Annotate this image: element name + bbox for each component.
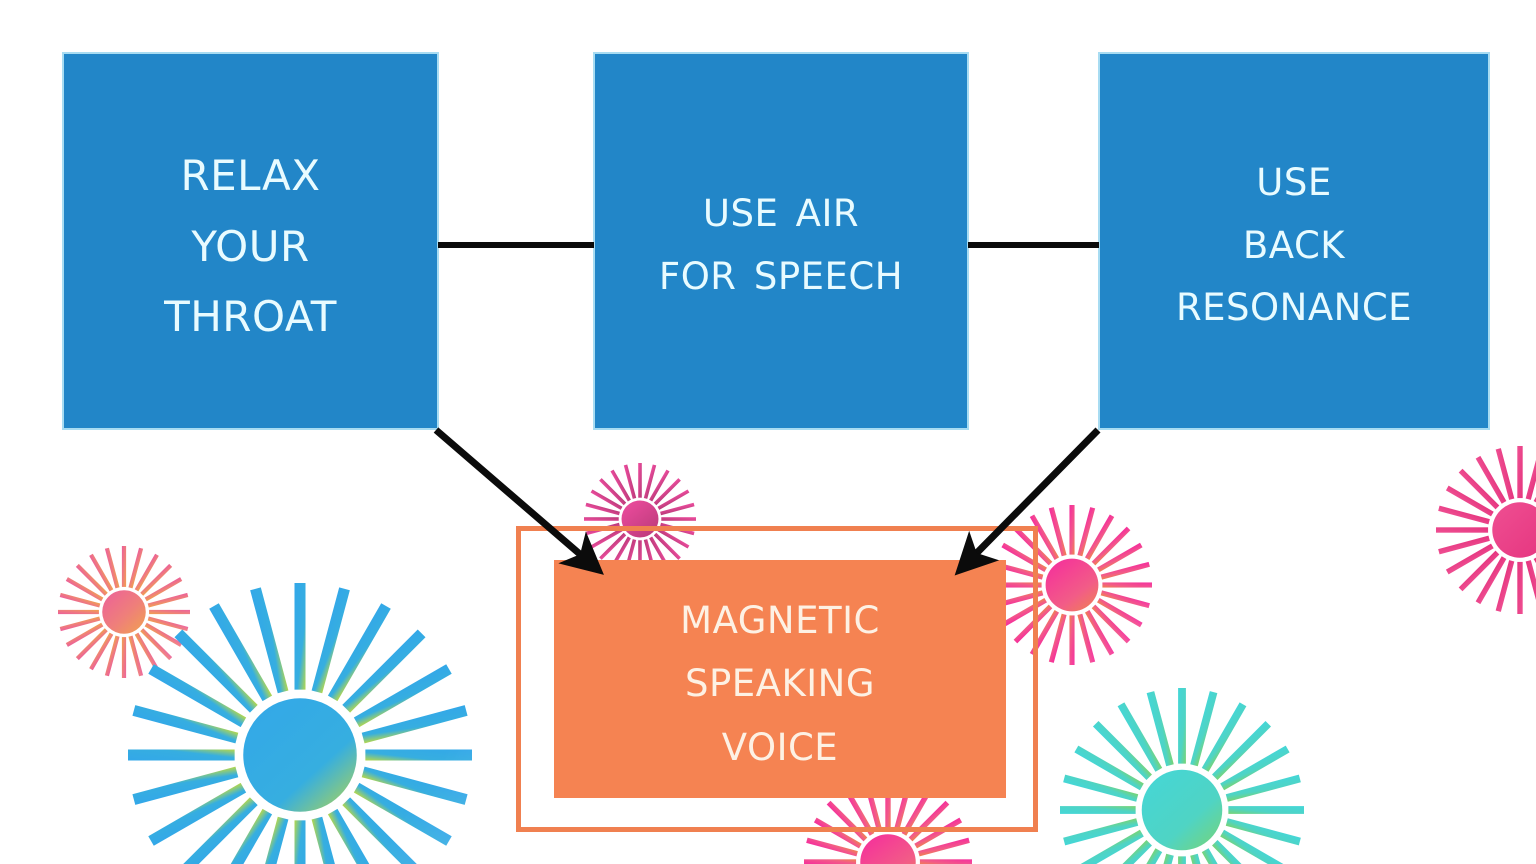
outcome-node-magnetic-speaking-voice[interactable]: Magnetic speaking voice [554, 560, 1006, 798]
step-label-relax-throat: Relax your throat [164, 134, 337, 347]
step-node-use-air[interactable]: Use air for speech [593, 52, 969, 430]
burst-blue-large [128, 583, 473, 864]
outcome-label: Magnetic speaking voice [680, 584, 880, 773]
step-node-relax-throat[interactable]: Relax your throat [62, 52, 439, 430]
step-node-back-resonance[interactable]: Use Back Resonance [1098, 52, 1490, 430]
burst-teal-right [1060, 688, 1304, 864]
burst-pink-far-right [1436, 446, 1536, 614]
step-label-back-resonance: Use Back Resonance [1175, 147, 1413, 334]
burst-pink-left [57, 546, 191, 678]
outcome-outer-frame [516, 526, 1038, 832]
step-label-use-air: Use air for speech [658, 178, 904, 302]
